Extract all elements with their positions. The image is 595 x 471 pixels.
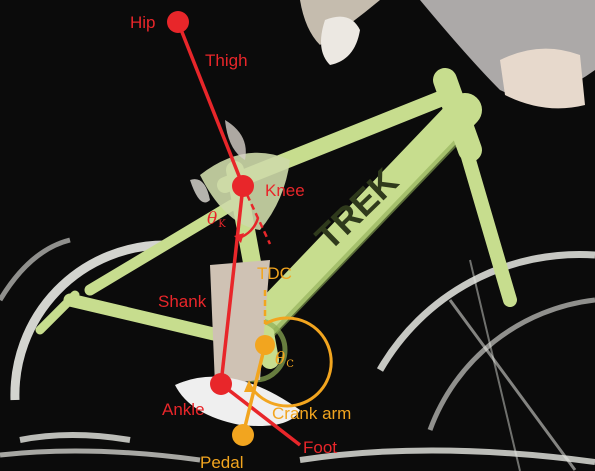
crank-angle-label: θC bbox=[275, 351, 294, 370]
tdc-label: TDC bbox=[257, 265, 292, 282]
hip-marker bbox=[167, 11, 189, 33]
shank-label: Shank bbox=[158, 293, 206, 310]
hip-label: Hip bbox=[130, 14, 156, 31]
theta-subscript: K bbox=[218, 219, 225, 230]
ankle-label: Ankle bbox=[162, 401, 205, 418]
theta-symbol: θ bbox=[275, 349, 285, 369]
crank-spindle-marker bbox=[255, 335, 275, 355]
ankle-marker bbox=[210, 373, 232, 395]
theta-symbol: θ bbox=[207, 209, 217, 229]
knee-label: Knee bbox=[265, 182, 305, 199]
pedal-marker bbox=[232, 424, 254, 446]
foot-label: Foot bbox=[303, 439, 337, 456]
crank-arm-label: Crank arm bbox=[272, 405, 351, 422]
knee-marker bbox=[232, 175, 254, 197]
theta-subscript: C bbox=[286, 359, 294, 370]
thigh-label: Thigh bbox=[205, 52, 248, 69]
pedal-label: Pedal bbox=[200, 454, 243, 471]
knee-angle-label: θK bbox=[207, 211, 226, 230]
